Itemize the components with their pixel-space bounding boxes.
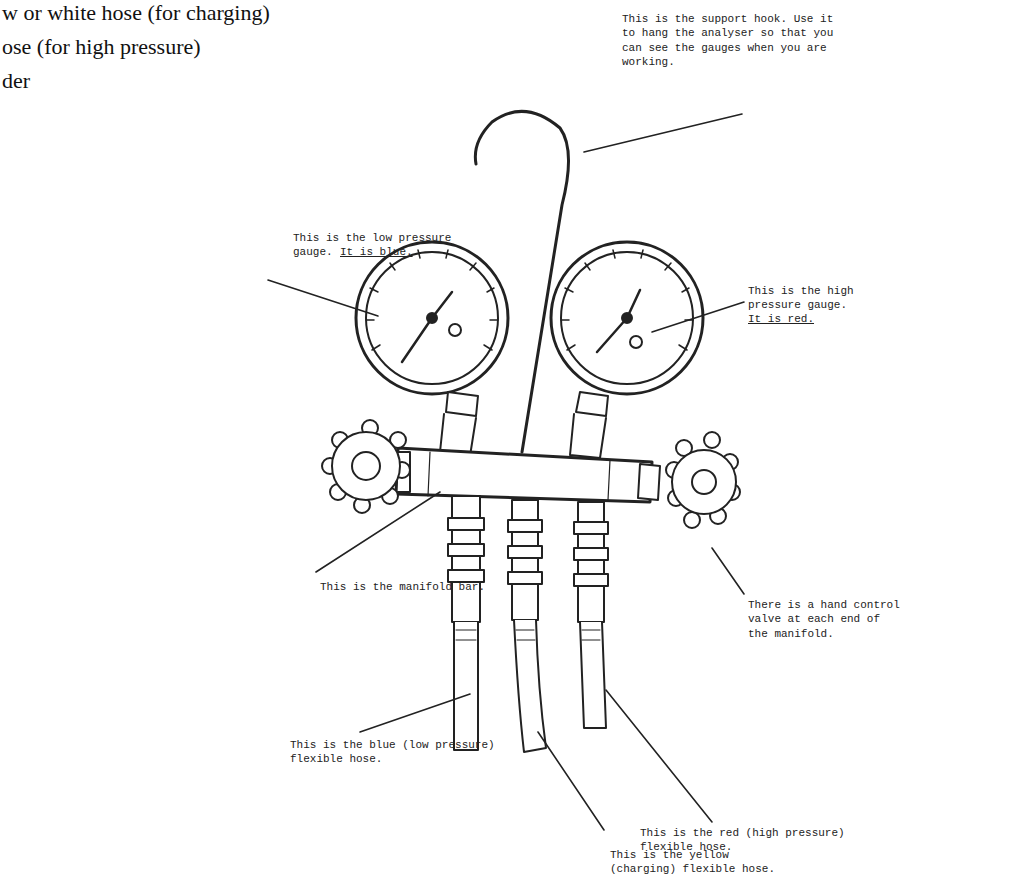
callout-note: This is the blue (low pressure) flexible…: [290, 738, 505, 767]
colour-note: It is blue.: [340, 245, 413, 259]
colour-note: It is red.: [748, 312, 814, 326]
callout-note: This is the manifold bar.: [320, 580, 485, 594]
callout-note: This is the high pressure gauge.: [748, 284, 880, 313]
callout-note: This is the support hook. Use it to hang…: [622, 12, 850, 69]
callout-note: There is a hand control valve at each en…: [748, 598, 903, 641]
cut-off-heading: w or white hose (for charging): [2, 0, 270, 26]
cut-off-heading: ose (for high pressure): [2, 34, 201, 60]
cut-off-heading: der: [2, 68, 30, 94]
callout-note: This is the yellow (charging) flexible h…: [610, 848, 788, 877]
